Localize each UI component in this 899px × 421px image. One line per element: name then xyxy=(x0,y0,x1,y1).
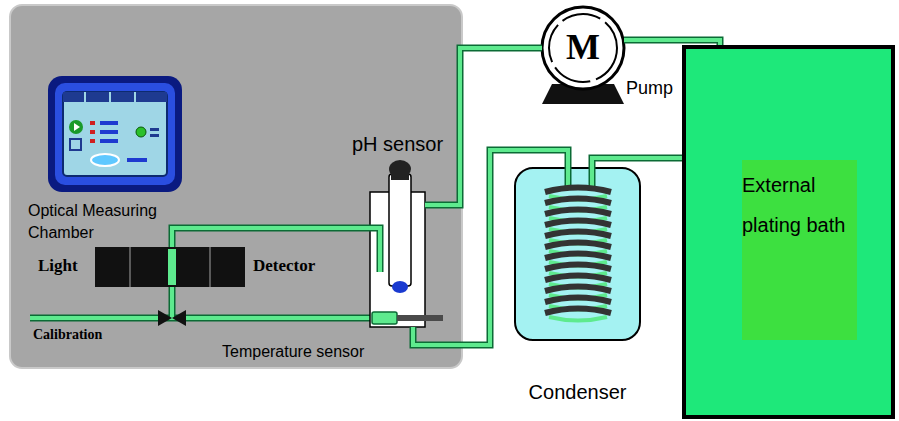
display-topbar xyxy=(63,92,167,102)
electrode-cap xyxy=(389,160,411,178)
ph-sensor-vessel: pH sensor xyxy=(370,192,425,327)
optical-measuring-chamber: Optical Measuring ChamberLightDetector xyxy=(95,247,245,287)
flow-cell xyxy=(168,249,176,285)
display-dots xyxy=(127,158,147,162)
pipe-fluid xyxy=(425,48,542,205)
display-dots xyxy=(100,121,118,125)
condenser-shell xyxy=(515,168,640,340)
bath-label: External plating bath xyxy=(742,165,857,245)
coil-turn xyxy=(545,254,611,259)
temperature-probe xyxy=(397,315,443,321)
pipe-wall xyxy=(624,40,720,45)
pipe-fluid xyxy=(413,150,568,345)
valve-symbol xyxy=(158,310,172,326)
chamber-block xyxy=(95,247,245,287)
pump-label: Pump xyxy=(626,77,673,99)
display-dots xyxy=(100,139,118,143)
display-button xyxy=(91,154,119,166)
temperature-sensor-label: Temperature sensor xyxy=(222,342,364,362)
pipe-connector xyxy=(592,158,682,168)
display-dot xyxy=(90,139,95,143)
display-tick xyxy=(109,92,111,102)
calibration-pipe xyxy=(30,315,370,322)
coil-turn xyxy=(545,221,611,226)
play-icon xyxy=(69,120,83,134)
coil-turn xyxy=(545,188,611,193)
ph-electrode xyxy=(389,174,411,286)
display-dash xyxy=(150,134,159,137)
coil-turn xyxy=(545,276,611,281)
pipe-wall xyxy=(592,158,682,168)
calibration-pipe xyxy=(30,316,370,320)
pipe-connector xyxy=(172,228,370,247)
play-triangle xyxy=(74,123,80,131)
display-tick xyxy=(134,92,136,102)
display-dot xyxy=(90,121,95,125)
instrument-panel xyxy=(10,5,462,368)
display-dot xyxy=(90,130,95,134)
condenser-label: Condenser xyxy=(503,380,652,404)
chamber-divider xyxy=(209,247,211,287)
valve-symbol xyxy=(172,310,186,326)
display-dots xyxy=(100,130,118,134)
drain-pipe xyxy=(169,287,176,318)
pipe-wall xyxy=(172,228,370,247)
pump: MPump xyxy=(542,7,624,89)
display-bezel xyxy=(55,83,175,185)
probe-sleeve xyxy=(372,312,397,324)
pipe-connector xyxy=(413,150,568,345)
display-screen xyxy=(63,92,167,176)
chamber-divider xyxy=(129,247,131,287)
coil-turn xyxy=(545,199,611,204)
calibration-label: Calibration xyxy=(33,326,102,344)
coil-turn xyxy=(545,210,611,215)
inlet-pipe xyxy=(370,228,380,272)
inlet-pipe xyxy=(370,228,380,272)
pipe-fluid xyxy=(172,228,370,247)
status-led xyxy=(136,127,146,137)
condenser: Condenser xyxy=(515,168,640,340)
pipe-wall xyxy=(413,150,568,345)
pipe-wall xyxy=(425,48,542,205)
coil-turn xyxy=(545,287,611,292)
coil-turn xyxy=(545,243,611,248)
electrode-bulb xyxy=(392,281,408,293)
pipe-fluid xyxy=(624,40,720,45)
coil-turn xyxy=(549,317,607,321)
display-tick xyxy=(84,92,86,102)
drain-pipe xyxy=(170,287,174,318)
condenser-coil xyxy=(545,188,611,321)
coil-turn xyxy=(545,232,611,237)
ph-sensor-title: pH sensor xyxy=(338,132,457,156)
pump-circle xyxy=(542,7,624,89)
display-frame xyxy=(48,76,182,192)
display-dash xyxy=(150,128,159,131)
stop-icon xyxy=(70,139,81,150)
pipe-connector xyxy=(624,40,720,45)
chamber-title: Optical Measuring Chamber xyxy=(28,200,208,244)
light-label: Light xyxy=(38,256,78,276)
coil-turn xyxy=(545,265,611,270)
pipe-fluid xyxy=(592,158,682,168)
coil-turn xyxy=(545,309,611,314)
pipe-connector xyxy=(425,48,542,205)
external-plating-bath: External plating bath xyxy=(682,45,895,419)
motor-letter: M xyxy=(542,26,624,68)
bath-workpiece xyxy=(742,160,857,340)
detector-label: Detector xyxy=(253,256,315,276)
bath-tank xyxy=(684,47,893,417)
coil-turn xyxy=(545,298,611,303)
